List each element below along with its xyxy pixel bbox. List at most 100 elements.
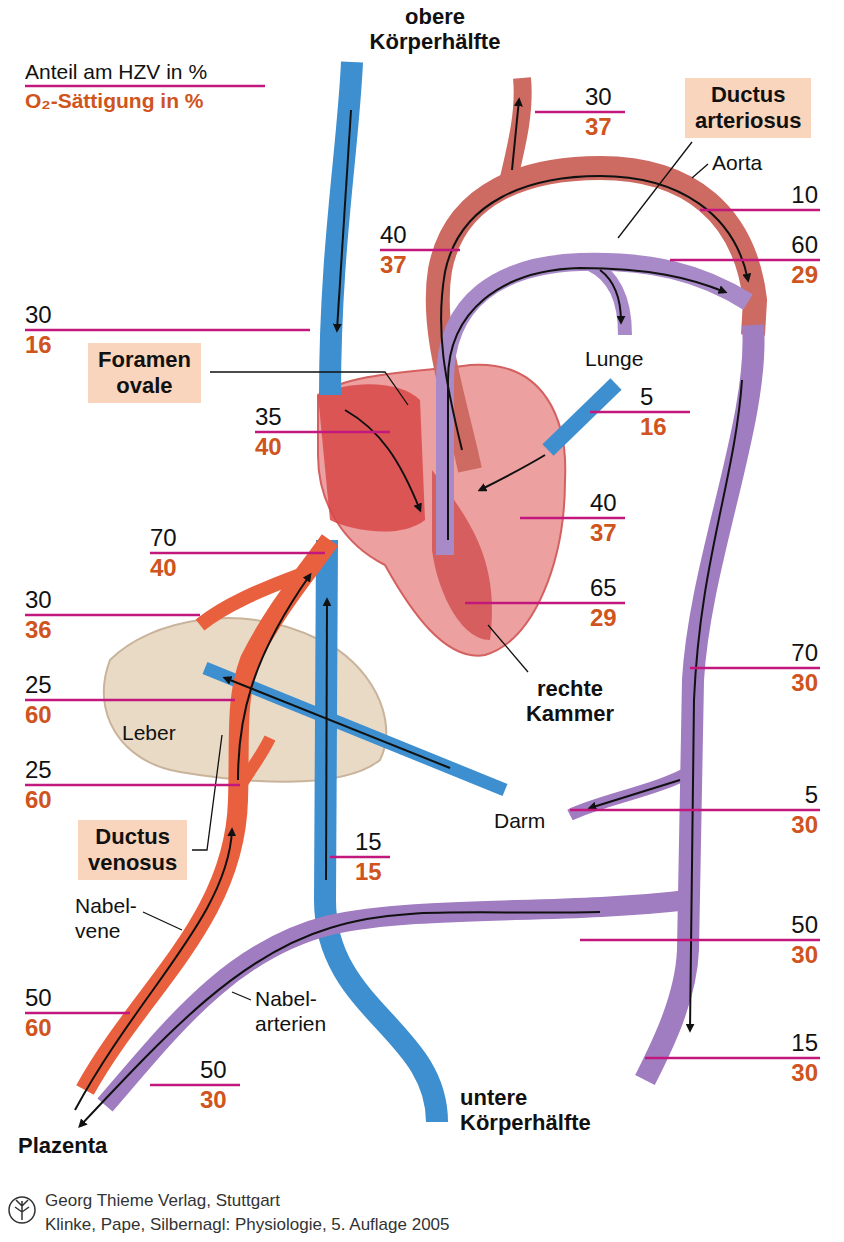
credit-text: Georg Thieme Verlag, Stuttgart <box>45 1190 280 1212</box>
leader-line <box>232 992 251 1000</box>
value-rule <box>25 784 240 787</box>
value-rule <box>25 329 310 332</box>
value-rule <box>255 431 390 434</box>
value-rule <box>670 259 820 262</box>
value-rule <box>380 249 460 252</box>
flow-percentage: 40 <box>590 490 617 516</box>
value-rule <box>645 1057 820 1060</box>
flow-percentage: 65 <box>590 575 617 601</box>
value-rule <box>520 517 625 520</box>
upper-body-artery <box>508 78 523 182</box>
pulmonary-vein <box>548 384 616 450</box>
flow-percentage: 25 <box>25 757 52 783</box>
legend-rule <box>25 85 265 88</box>
flow-percentage: 15 <box>791 1030 818 1056</box>
value-rule <box>25 614 200 617</box>
saturation-percentage: 29 <box>791 262 818 288</box>
value-rule <box>25 1012 130 1015</box>
structure-label: Leber <box>122 720 176 745</box>
structure-label: Aorta <box>712 150 762 175</box>
value-rule <box>580 939 820 942</box>
flow-arrow <box>600 270 621 322</box>
value-rule <box>150 1084 240 1087</box>
value-rule <box>150 552 325 555</box>
saturation-percentage: 30 <box>791 1060 818 1086</box>
saturation-percentage: 37 <box>380 252 407 278</box>
saturation-percentage: 30 <box>791 670 818 696</box>
leader-line <box>488 625 528 672</box>
flow-arrow <box>590 780 680 808</box>
saturation-percentage: 36 <box>25 617 52 643</box>
flow-percentage: 40 <box>380 222 407 248</box>
saturation-percentage: 40 <box>255 434 282 460</box>
flow-arrow <box>345 410 420 510</box>
box-label: Ductus arteriosus <box>695 82 801 134</box>
value-rule <box>25 699 235 702</box>
saturation-percentage: 60 <box>25 702 52 728</box>
leader-line <box>210 372 408 405</box>
inferior-vena-cava <box>325 540 437 1122</box>
flow-percentage: 10 <box>791 182 818 208</box>
structure-label: Darm <box>494 808 545 833</box>
flow-percentage: 5 <box>805 782 818 808</box>
flow-arrows <box>75 100 748 1126</box>
flow-percentage: 50 <box>25 985 52 1011</box>
flow-arrow <box>512 100 519 170</box>
flow-percentage: 70 <box>791 640 818 666</box>
flow-arrow <box>337 110 351 330</box>
saturation-percentage: 60 <box>25 787 52 813</box>
value-rule <box>700 209 820 212</box>
gut-artery <box>570 770 693 815</box>
flow-arrow <box>326 600 327 880</box>
right-atrium <box>318 384 425 531</box>
flow-arrow <box>448 268 725 540</box>
value-rule <box>590 411 690 414</box>
flow-percentage: 30 <box>25 587 52 613</box>
box-label: Foramen ovale <box>98 347 191 399</box>
structure-label: Nabel- vene <box>75 893 137 943</box>
box-label: Ductus venosus <box>88 824 177 876</box>
flow-percentage: 15 <box>355 829 382 855</box>
flow-percentage: 30 <box>585 84 612 110</box>
saturation-percentage: 30 <box>791 812 818 838</box>
saturation-percentage: 16 <box>640 414 667 440</box>
region-label: Plazenta <box>18 1133 107 1158</box>
legend-text: O₂-Sättigung in % <box>25 89 203 113</box>
logo-tree <box>15 1200 29 1220</box>
value-rule <box>570 809 820 812</box>
highlight-box: Ductus venosus <box>78 820 187 880</box>
value-rule <box>330 856 390 859</box>
saturation-percentage: 37 <box>585 114 612 140</box>
value-rule <box>535 111 625 114</box>
credit-text: Klinke, Pape, Silbernagl: Physiologie, 5… <box>45 1214 450 1236</box>
saturation-percentage: 15 <box>355 859 382 885</box>
flow-arrow <box>441 176 748 450</box>
umbilical-vein <box>85 540 330 1090</box>
saturation-percentage: 37 <box>590 520 617 546</box>
superior-vena-cava <box>330 62 352 395</box>
flow-percentage: 50 <box>791 912 818 938</box>
value-rules <box>25 86 820 1085</box>
flow-percentage: 5 <box>640 384 653 410</box>
flow-percentage: 60 <box>791 232 818 258</box>
highlight-box: Ductus arteriosus <box>685 78 811 138</box>
saturation-percentage: 30 <box>791 942 818 968</box>
aortic-arch <box>438 168 755 470</box>
leader-lines <box>143 142 708 1000</box>
flow-arrow <box>480 455 545 490</box>
leader-line <box>692 164 708 178</box>
leader-line <box>192 735 222 850</box>
flow-percentage: 30 <box>25 302 52 328</box>
highlight-box: Foramen ovale <box>88 343 201 403</box>
leader-line <box>143 912 182 930</box>
structure-label: Lunge <box>585 346 643 371</box>
saturation-percentage: 60 <box>25 1015 52 1041</box>
flow-percentage: 70 <box>150 525 177 551</box>
structure-label: Nabel- arterien <box>255 986 326 1036</box>
logo-ring <box>9 1197 35 1223</box>
lung-artery <box>590 264 625 335</box>
saturation-percentage: 30 <box>200 1087 227 1113</box>
